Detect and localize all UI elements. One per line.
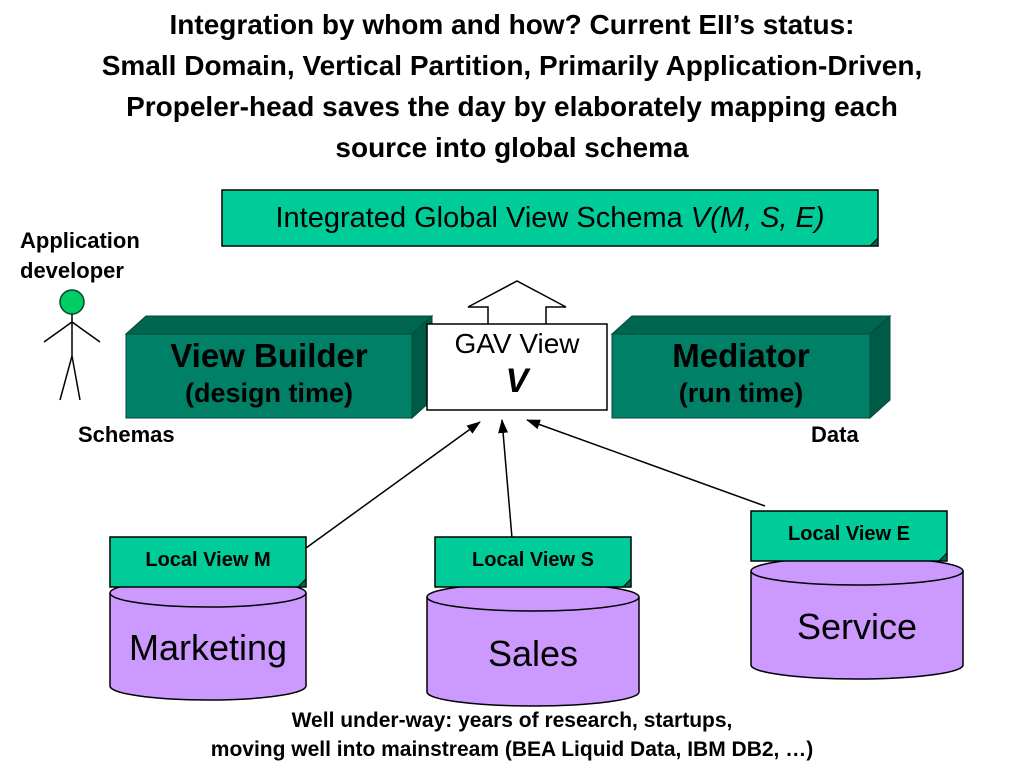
schemas-label: Schemas [78,422,175,447]
footer-line-1: Well under-way: years of research, start… [291,709,733,732]
gav-view-label: GAV View V [427,326,607,400]
sales-database [426,582,640,707]
global-view-formula: V(M, S, E) [690,201,825,234]
mediator-block [610,314,892,420]
local-view-s-label: Local View S [472,548,594,571]
marketing-label: Marketing [128,627,288,668]
slide-title: Integration by whom and how? Current EII… [0,4,1024,168]
global-view-text: Integrated Global View Schema [275,201,683,234]
title-line-4: source into global schema [335,132,689,163]
title-line-2: Small Domain, Vertical Partition, Primar… [101,50,923,81]
data-label: Data [811,422,859,447]
gav-view-title: GAV View [454,328,580,359]
arrow-service [526,419,766,507]
gav-view-box [426,323,608,411]
developer-label: Application developer [20,226,140,286]
gav-view-symbol: V [505,362,529,400]
local-view-s-tag [434,536,632,588]
title-line-3: Propeler-head saves the day by elaborate… [126,91,898,122]
up-arrow [467,280,567,324]
marketing-database [109,578,307,701]
mediator-title: Mediator [672,337,810,374]
local-view-e-tag [750,510,948,562]
sales-label: Sales [487,633,579,674]
view-builder-subtitle: (design time) [184,378,353,408]
service-label: Service [796,606,918,647]
global-view-box [221,189,879,247]
global-view-label: Integrated Global View Schema V(M, S, E) [222,190,878,246]
mediator-subtitle: (run time) [678,378,804,408]
arrow-marketing [305,421,481,549]
footer-line-2: moving well into mainstream (BEA Liquid … [210,738,814,761]
local-view-m-label: Local View M [145,548,271,571]
mediator-label: Mediator (run time) [612,336,870,410]
developer-label-line-2: developer [20,258,124,283]
footer-note: Well under-way: years of research, start… [0,706,1024,764]
view-builder-block [124,314,434,420]
view-builder-title: View Builder [170,337,368,374]
service-database [750,556,964,680]
local-view-e-label: Local View E [788,522,910,545]
arrow-sales [498,419,513,539]
developer-figure [43,289,101,401]
local-view-m-tag [109,536,307,588]
developer-label-line-1: Application [20,228,140,253]
title-line-1: Integration by whom and how? Current EII… [169,9,855,40]
view-builder-label: View Builder (design time) [126,336,412,410]
